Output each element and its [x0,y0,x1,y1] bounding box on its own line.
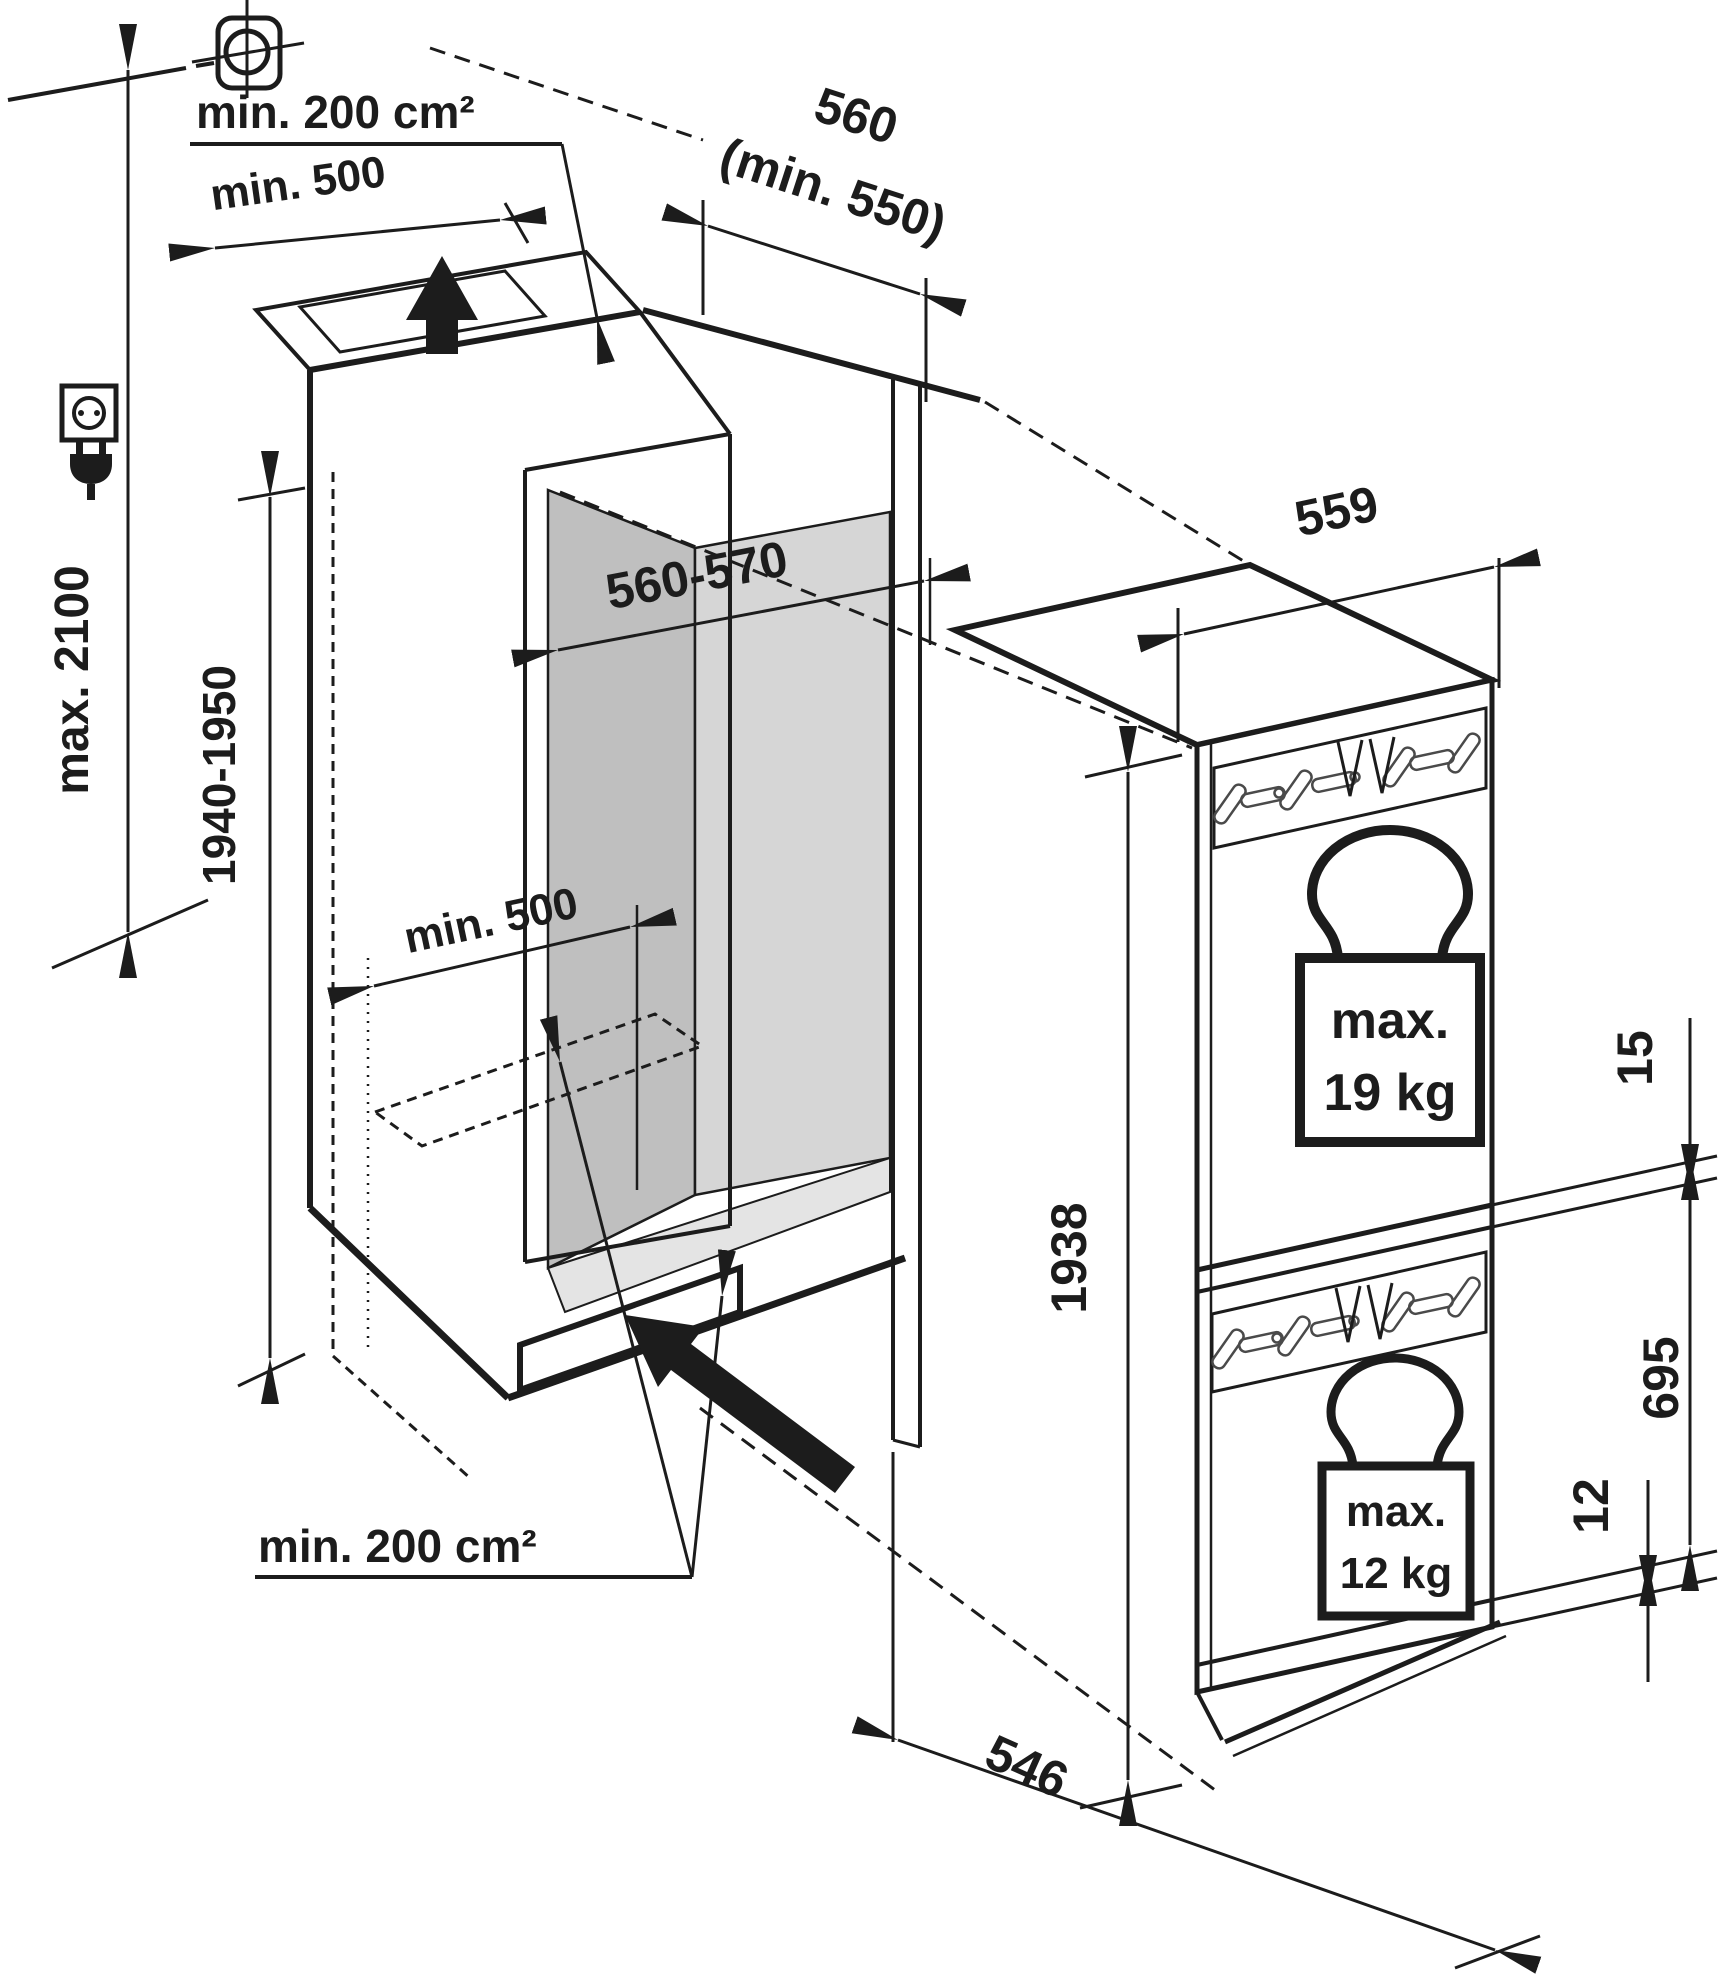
top-clearance-label: min. 500 [207,147,388,220]
lower-door-height-label: 695 [1633,1336,1689,1419]
niche-height-label: 1940-1950 [193,665,245,885]
top-vent-strip [297,269,548,354]
ceiling-reference-dash [195,61,215,68]
niche-depth-min-label: (min. 550) [714,127,953,252]
middle-hinge-plate [1210,1250,1488,1394]
upper-door-load-line1: max. [1331,992,1450,1050]
bottom-vent-label: min. 200 cm² [258,1520,537,1572]
airflow-bottom-arrow [625,1315,855,1493]
side-panel-bottom-edge [892,1438,921,1449]
appliance-depth-label: 559 [1290,475,1383,547]
dim-appliance-height: 1938 [1041,726,1183,1826]
floor-reference-line [51,898,209,970]
dim-top-clearance: min. 500 [168,147,547,262]
power-socket-icon [59,383,119,443]
appliance-height-label: 1938 [1041,1202,1097,1313]
dim-ceiling-height: max. 2100 [46,23,137,978]
lower-door-top-edge [1196,1225,1493,1294]
niche-floor [546,1156,891,1314]
dim-bottom-gap: 12 [1563,1478,1657,1682]
right-extension-lines [1491,1154,1718,1629]
door-gap-top-label: 15 [1607,1030,1663,1086]
plinth-vent-strip [517,1263,743,1395]
dim-top-vent: min. 200 cm² [190,86,615,365]
ceiling-reference-line [7,66,187,102]
ceiling-height-label: max. 2100 [46,565,99,795]
dim-door-gap-top: 15 [1607,1018,1699,1200]
dim-niche-depth: 560 (min. 550) [661,76,967,402]
power-plug-icon [70,438,112,500]
upper-door-weight-icon: max. 19 kg [1295,825,1485,1147]
airflow-top-arrow [406,256,478,354]
niche-inner-bottom-edge [524,1224,731,1264]
side-panel-top-edge [642,307,981,403]
niche-depth-label: 560 [808,76,905,155]
dim-bottom-vent: min. 200 cm² [255,1015,736,1579]
drill-marking-icon [191,0,305,98]
upper-door-load-line2: 19 kg [1324,1064,1457,1122]
top-vent-label: min. 200 cm² [196,86,475,138]
dim-niche-height: 1940-1950 [193,451,306,1404]
lower-door-weight-icon: max. 12 kg [1317,1353,1475,1621]
upper-door-bottom-edge [1196,1202,1493,1273]
upper-hinge-plate [1212,706,1488,850]
base-left-edge [1195,1691,1224,1741]
dim-lower-door-height: 695 [1633,1144,1699,1591]
niche-cabinet [252,249,892,1395]
floor-vent-strip [371,1012,706,1148]
niche-top-right-edge [638,310,732,436]
niche-plinth-left-edge [307,1205,511,1401]
niche-plinth-front-edge [506,1254,907,1402]
lower-door-load-line2: 12 kg [1340,1549,1453,1598]
bottom-gap-label: 12 [1563,1478,1619,1534]
niche-inner-top-edge [524,432,731,472]
lower-door-load-line1: max. [1346,1487,1446,1536]
niche-outer-top-edge [309,309,641,373]
